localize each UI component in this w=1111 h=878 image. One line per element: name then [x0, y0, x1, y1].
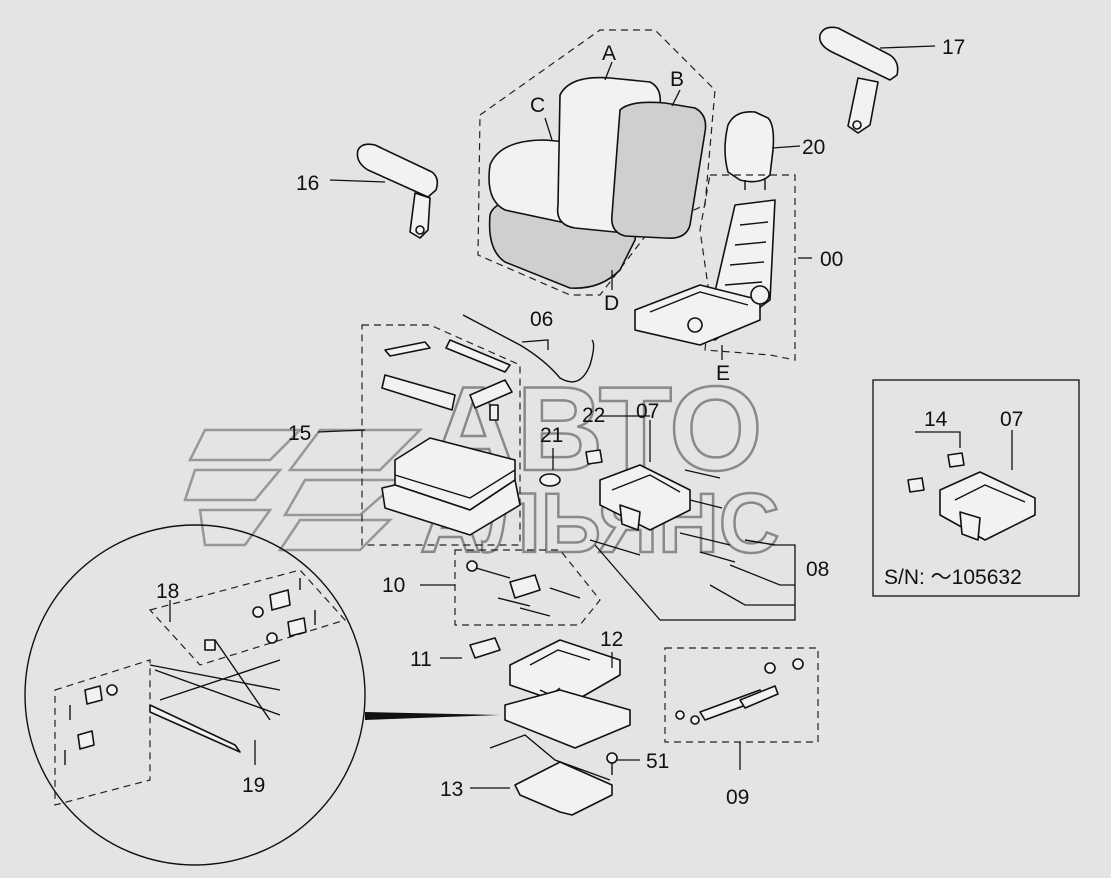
armrest-left: [329, 143, 439, 239]
armrest-right: [818, 26, 936, 134]
adjust-handle: [470, 734, 613, 816]
suspension-unit: [504, 639, 631, 749]
callout-08: 08: [806, 558, 829, 581]
callout-D: D: [604, 292, 619, 315]
callout-10: 10: [382, 574, 405, 597]
slide-rail-kit: [317, 324, 521, 546]
callout-07-inset: 07: [1000, 408, 1023, 431]
callout-07: 07: [636, 400, 659, 423]
callout-11: 11: [410, 648, 432, 671]
callout-B: B: [670, 68, 684, 91]
callout-17: 17: [942, 36, 965, 59]
callout-06: 06: [530, 308, 553, 331]
serial-variant-inset: [872, 379, 1080, 597]
callout-19: 19: [242, 774, 265, 797]
callout-labels: A B C D E 00 20 17 16 15 06 21 22 07 08 …: [156, 36, 1023, 809]
knob-21: [539, 448, 561, 487]
seat-frame: [634, 174, 812, 361]
callout-18: 18: [156, 580, 179, 603]
callout-09: 09: [726, 786, 749, 809]
headrest: [724, 110, 801, 190]
callout-15: 15: [288, 422, 311, 445]
watermark-logo-stripes: [183, 428, 424, 552]
callout-14: 14: [924, 408, 948, 431]
knob-22: [585, 449, 603, 465]
detail-circle: [24, 524, 500, 866]
seat-lever-bracket: [599, 415, 691, 531]
callout-22: 22: [582, 404, 605, 427]
callout-13: 13: [440, 778, 463, 801]
release-cable: [462, 314, 595, 383]
seat-cushion-assembly: [477, 29, 716, 296]
clip-11: [440, 637, 501, 659]
callout-A: A: [602, 42, 616, 65]
callout-16: 16: [296, 172, 319, 195]
callout-12: 12: [600, 628, 623, 651]
bolt-kit-10: [420, 549, 601, 626]
bolt-51: [606, 752, 640, 775]
callout-21: 21: [540, 424, 563, 447]
callout-C: C: [530, 94, 545, 117]
callout-E: E: [716, 362, 730, 385]
springs-08: [589, 469, 796, 621]
callout-00: 00: [820, 248, 843, 271]
callout-20: 20: [802, 136, 825, 159]
callout-51: 51: [646, 750, 669, 773]
damper-kit-09: [664, 647, 819, 770]
serial-number-note: S/N: ～105632: [884, 566, 1022, 589]
